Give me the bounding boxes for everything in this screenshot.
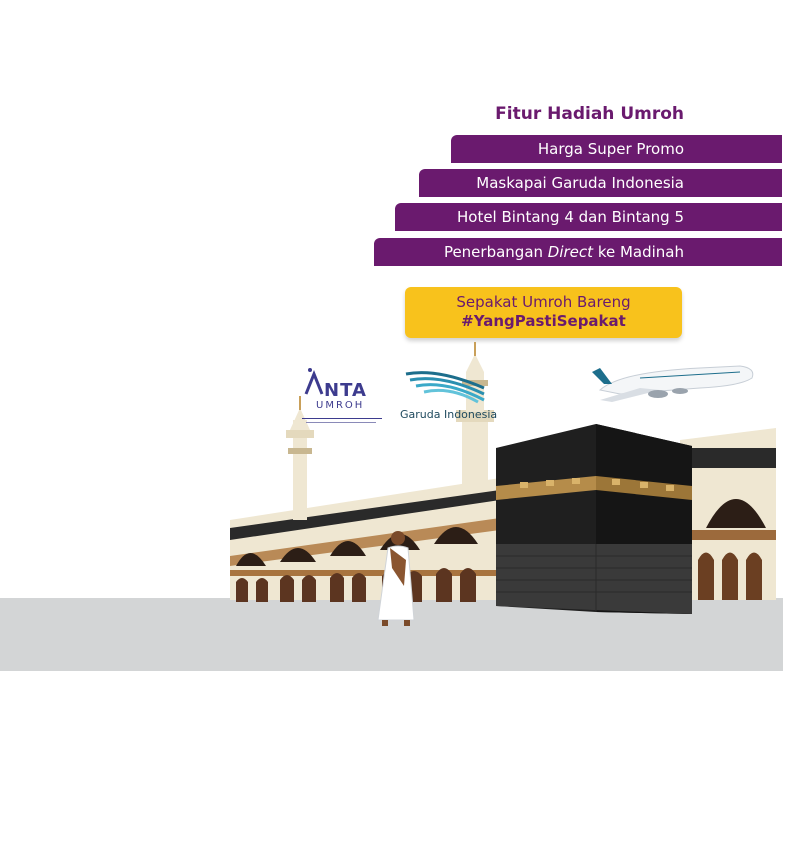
feature-band-penerbangan: Penerbangan Direct ke Madinah: [374, 238, 782, 266]
feature-band-hotel: Hotel Bintang 4 dan Bintang 5: [395, 203, 782, 231]
features-title: Fitur Hadiah Umroh: [495, 104, 684, 124]
right-arcade: [680, 428, 776, 600]
cta-line1: Sepakat Umroh Bareng: [456, 293, 631, 311]
cta-button[interactable]: Sepakat Umroh Bareng #YangPastiSepakat: [405, 287, 682, 338]
garuda-bird-icon: [405, 371, 485, 404]
feature-band-harga: Harga Super Promo: [451, 135, 782, 163]
feature-label: Maskapai Garuda Indonesia: [476, 174, 684, 192]
feature-band-maskapai: Maskapai Garuda Indonesia: [419, 169, 782, 197]
mosque-illustration: [230, 342, 776, 626]
anta-logo-icon: [302, 368, 382, 423]
left-arcade: [230, 478, 500, 602]
feature-label: Harga Super Promo: [537, 140, 684, 158]
anta-logo-name: NTA: [324, 380, 367, 401]
cta-hashtag: #YangPastiSepakat: [461, 312, 626, 330]
pilgrim-figure: [377, 531, 415, 626]
garuda-indonesia-logo: Garuda Indonesia: [398, 366, 498, 426]
feature-label: Hotel Bintang 4 dan Bintang 5: [456, 208, 684, 226]
minaret-left: [286, 396, 314, 520]
anta-umroh-logo: NTA UMROH: [300, 366, 384, 426]
garuda-logo-name: Garuda Indonesia: [400, 408, 498, 421]
kaaba: [496, 424, 692, 614]
airplane-illustration: [592, 365, 754, 402]
feature-label: Penerbangan Direct ke Madinah: [443, 243, 684, 261]
anta-logo-sub: UMROH: [316, 400, 365, 411]
